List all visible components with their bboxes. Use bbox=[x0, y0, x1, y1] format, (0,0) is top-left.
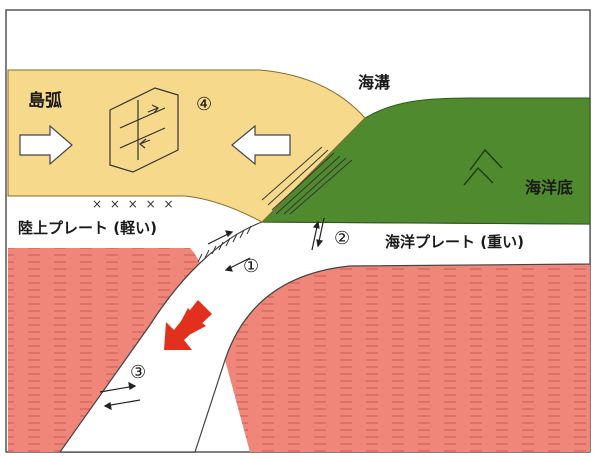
slip-arrows-1 bbox=[207, 230, 251, 272]
island-arc-label: 島弧 bbox=[28, 90, 62, 111]
compression-arrow-right bbox=[231, 124, 291, 166]
compression-arrow-left bbox=[19, 124, 73, 166]
marker-1: ① bbox=[243, 256, 259, 277]
boundary-hatch bbox=[197, 225, 252, 263]
ocean-floor bbox=[260, 97, 591, 225]
ocean-floor-label: 海洋底 bbox=[525, 178, 573, 197]
slip-arrows-2 bbox=[311, 217, 325, 251]
subducting-plate bbox=[58, 221, 591, 453]
trench-label: 海溝 bbox=[358, 73, 390, 92]
marker-4: ④ bbox=[196, 94, 212, 115]
island-arc bbox=[7, 69, 366, 223]
marker-2: ② bbox=[334, 228, 350, 249]
marker-3: ③ bbox=[130, 362, 146, 383]
fault-block-icon bbox=[109, 87, 179, 173]
fold-icon bbox=[463, 148, 503, 186]
oceanic-plate-label: 海洋プレート (重い) bbox=[385, 233, 524, 251]
trench-shear-lines bbox=[261, 146, 353, 215]
slip-arrows-3 bbox=[99, 381, 141, 411]
continental-plate-label: 陸上プレート (軽い) bbox=[18, 219, 157, 237]
volcanic-crosses: × × × × × bbox=[92, 197, 176, 211]
subduction-arrow-shaft bbox=[164, 300, 212, 350]
